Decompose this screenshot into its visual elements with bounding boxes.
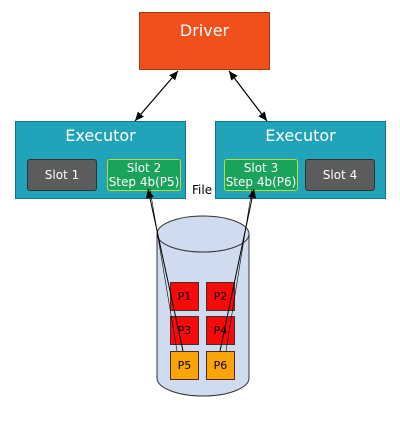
partition-p6: P6 [206,351,235,380]
driver-executor-left-arrow [134,70,179,122]
partition-p2: P2 [206,282,235,311]
slot-2: Slot 2 Step 4b(P5) [107,159,181,191]
slot-3-label: Slot 3 [243,161,279,175]
slot-4-label: Slot 4 [322,168,358,182]
slot-2-task: Step 4b(P5) [108,175,180,189]
file-label: File [192,183,213,197]
partition-p1-label: P1 [177,290,192,303]
slot-3-task: Step 4b(P6) [225,175,297,189]
driver-label: Driver [179,21,230,40]
partition-p2-label: P2 [213,290,228,303]
driver-box: Driver [139,12,270,70]
executor-left: Executor Slot 1 Slot 2 Step 4b(P5) [15,121,186,199]
slot-4: Slot 4 [305,159,375,191]
driver-executor-right-arrow [228,70,268,122]
partition-p3: P3 [170,316,199,345]
partition-p4: P4 [206,316,235,345]
partition-p3-label: P3 [177,324,192,337]
slot-3: Slot 3 Step 4b(P6) [224,159,298,191]
slot-1: Slot 1 [27,159,97,191]
executor-left-title: Executor [65,126,136,145]
executor-right-title: Executor [265,126,336,145]
partition-p4-label: P4 [213,324,228,337]
slot-1-label: Slot 1 [44,168,80,182]
partition-p6-label: P6 [213,359,228,372]
partition-p5-label: P5 [177,359,192,372]
slot-2-label: Slot 2 [126,161,162,175]
partition-p1: P1 [170,282,199,311]
executor-right: Executor Slot 3 Step 4b(P6) Slot 4 [215,121,386,199]
partition-p5: P5 [170,351,199,380]
